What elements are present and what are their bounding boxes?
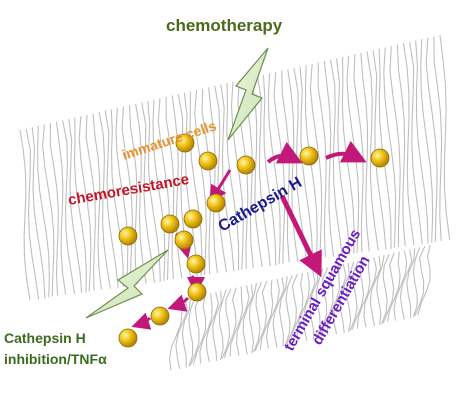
lightning-bolt-icon — [85, 249, 169, 319]
cell-sphere-icon — [198, 151, 218, 171]
lightning-bolt-icon — [227, 47, 269, 141]
cell-sphere-icon — [183, 209, 203, 229]
chemotherapy-label: chemotherapy — [166, 16, 283, 35]
cell-sphere-icon — [118, 328, 138, 348]
differentiation-arrows — [209, 140, 367, 278]
inhibition-label-line2: inhibition/TNFα — [4, 351, 107, 367]
cell-group — [118, 133, 390, 348]
cell-sphere-icon — [236, 155, 256, 175]
cell-sphere-icon — [175, 133, 195, 153]
cell-sphere-icon — [174, 230, 194, 250]
cell-sphere-icon — [150, 306, 170, 326]
cell-sphere-icon — [160, 214, 180, 234]
inhibition-label-line1: Cathepsin H — [4, 330, 86, 346]
cell-sphere-icon — [206, 193, 226, 213]
tissue-layers-illustration — [19, 34, 451, 371]
cell-sphere-icon — [370, 148, 390, 168]
cell-sphere-icon — [186, 254, 206, 274]
cell-sphere-icon — [299, 146, 319, 166]
cell-sphere-icon — [118, 226, 138, 246]
cell-sphere-icon — [187, 282, 207, 302]
